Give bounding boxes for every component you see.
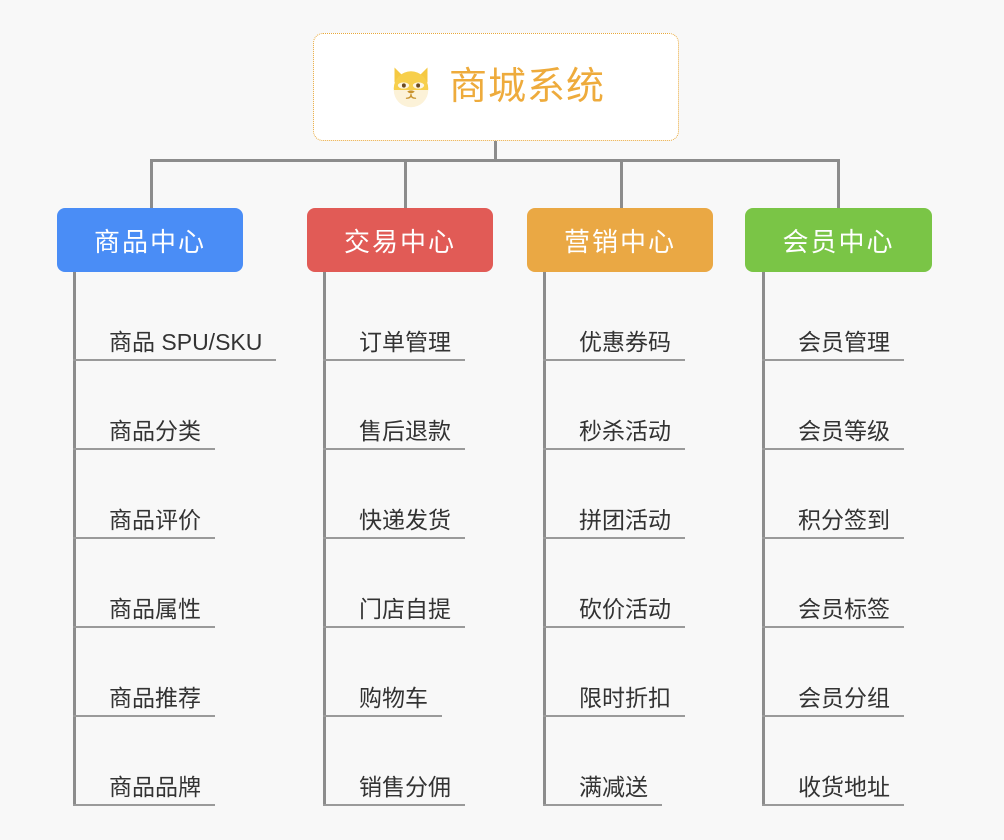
leaf-item-label: 商品评价: [109, 506, 201, 533]
leaf-spine: [323, 272, 326, 806]
leaf-item[interactable]: 商品分类: [73, 361, 262, 450]
drop-connector-3: [620, 159, 623, 208]
leaf-item[interactable]: 销售分佣: [323, 717, 465, 806]
leaf-item[interactable]: 会员标签: [762, 539, 904, 628]
horizontal-bus-connector: [150, 159, 839, 162]
leaf-column-会员中心: 会员管理会员等级积分签到会员标签会员分组收货地址: [762, 272, 904, 806]
leaf-item[interactable]: 满减送: [543, 717, 671, 806]
leaf-item-label: 优惠券码: [579, 328, 671, 355]
leaf-item-label: 购物车: [359, 684, 428, 711]
leaf-item-underline: [543, 359, 685, 361]
leaf-item-underline: [323, 448, 465, 450]
leaf-item-label: 会员管理: [798, 328, 890, 355]
leaf-item-label: 商品分类: [109, 417, 201, 444]
leaf-item-underline: [323, 359, 465, 361]
leaf-item[interactable]: 售后退款: [323, 361, 465, 450]
leaf-item-underline: [73, 537, 215, 539]
leaf-item-underline: [323, 626, 465, 628]
category-box-会员中心[interactable]: 会员中心: [745, 208, 932, 272]
leaf-spine: [73, 272, 76, 806]
leaf-item[interactable]: 快递发货: [323, 450, 465, 539]
category-label: 交易中心: [343, 226, 456, 257]
category-label: 商品中心: [93, 226, 206, 257]
leaf-item-label: 满减送: [579, 773, 648, 800]
leaf-item-label: 订单管理: [359, 328, 451, 355]
leaf-column-交易中心: 订单管理售后退款快递发货门店自提购物车销售分佣: [323, 272, 465, 806]
leaf-item[interactable]: 会员管理: [762, 272, 904, 361]
category-label: 营销中心: [563, 226, 676, 257]
leaf-item-label: 快递发货: [359, 506, 451, 533]
root-stem-connector: [494, 141, 497, 161]
leaf-spine: [543, 272, 546, 806]
leaf-item[interactable]: 会员等级: [762, 361, 904, 450]
leaf-item-underline: [73, 448, 215, 450]
leaf-item-underline: [323, 804, 465, 806]
leaf-item[interactable]: 积分签到: [762, 450, 904, 539]
leaf-item[interactable]: 商品 SPU/SKU: [73, 272, 276, 361]
leaf-item[interactable]: 优惠券码: [543, 272, 685, 361]
leaf-item-underline: [73, 715, 215, 717]
leaf-item[interactable]: 商品推荐: [73, 628, 262, 717]
leaf-item-underline: [323, 537, 465, 539]
leaf-item[interactable]: 砍价活动: [543, 539, 685, 628]
category-box-交易中心[interactable]: 交易中心: [307, 208, 493, 272]
leaf-item[interactable]: 订单管理: [323, 272, 465, 361]
leaf-item-label: 商品属性: [109, 595, 201, 622]
leaf-item-label: 商品推荐: [109, 684, 201, 711]
leaf-item-label: 限时折扣: [579, 684, 671, 711]
leaf-item[interactable]: 秒杀活动: [543, 361, 685, 450]
category-box-商品中心[interactable]: 商品中心: [57, 208, 243, 272]
leaf-item[interactable]: 购物车: [323, 628, 451, 717]
leaf-item-label: 收货地址: [798, 773, 890, 800]
leaf-item-underline: [762, 537, 904, 539]
leaf-item-underline: [543, 804, 662, 806]
leaf-item-underline: [73, 804, 215, 806]
leaf-item-underline: [762, 448, 904, 450]
root-title: 商城系统: [448, 66, 605, 108]
shiba-dog-icon: [393, 67, 429, 108]
root-node[interactable]: 商城系统: [313, 33, 679, 141]
leaf-item[interactable]: 会员分组: [762, 628, 904, 717]
leaf-item-label: 会员分组: [798, 684, 890, 711]
leaf-item-label: 秒杀活动: [579, 417, 671, 444]
leaf-item-label: 积分签到: [798, 506, 890, 533]
leaf-item-underline: [762, 359, 904, 361]
drop-connector-1: [150, 159, 153, 208]
leaf-item-underline: [73, 626, 215, 628]
leaf-item-label: 会员等级: [798, 417, 890, 444]
leaf-item[interactable]: 拼团活动: [543, 450, 685, 539]
leaf-item-underline: [762, 715, 904, 717]
leaf-item-underline: [73, 359, 276, 361]
category-box-营销中心[interactable]: 营销中心: [527, 208, 713, 272]
leaf-item-underline: [543, 715, 685, 717]
leaf-column-营销中心: 优惠券码秒杀活动拼团活动砍价活动限时折扣满减送: [543, 272, 685, 806]
leaf-item[interactable]: 商品属性: [73, 539, 262, 628]
leaf-item[interactable]: 门店自提: [323, 539, 465, 628]
leaf-item-label: 会员标签: [798, 595, 890, 622]
leaf-item-label: 商品品牌: [109, 773, 201, 800]
leaf-item-label: 商品 SPU/SKU: [109, 328, 263, 355]
leaf-item[interactable]: 商品评价: [73, 450, 262, 539]
leaf-item-underline: [543, 448, 685, 450]
category-label: 会员中心: [782, 226, 895, 257]
leaf-item-underline: [762, 804, 904, 806]
leaf-item[interactable]: 限时折扣: [543, 628, 685, 717]
leaf-column-商品中心: 商品 SPU/SKU 商品分类商品评价商品属性商品推荐商品品牌: [73, 272, 276, 806]
leaf-item-underline: [543, 626, 685, 628]
leaf-item-underline: [762, 626, 904, 628]
leaf-item-label: 拼团活动: [579, 506, 671, 533]
leaf-item[interactable]: 商品品牌: [73, 717, 262, 806]
leaf-item-underline: [323, 715, 442, 717]
drop-connector-4: [837, 159, 840, 208]
leaf-item-label: 销售分佣: [359, 773, 451, 800]
leaf-spine: [762, 272, 765, 806]
leaf-item-label: 售后退款: [359, 417, 451, 444]
leaf-item-underline: [543, 537, 685, 539]
leaf-item[interactable]: 收货地址: [762, 717, 904, 806]
drop-connector-2: [404, 159, 407, 208]
leaf-item-label: 门店自提: [359, 595, 451, 622]
leaf-item-label: 砍价活动: [579, 595, 671, 622]
